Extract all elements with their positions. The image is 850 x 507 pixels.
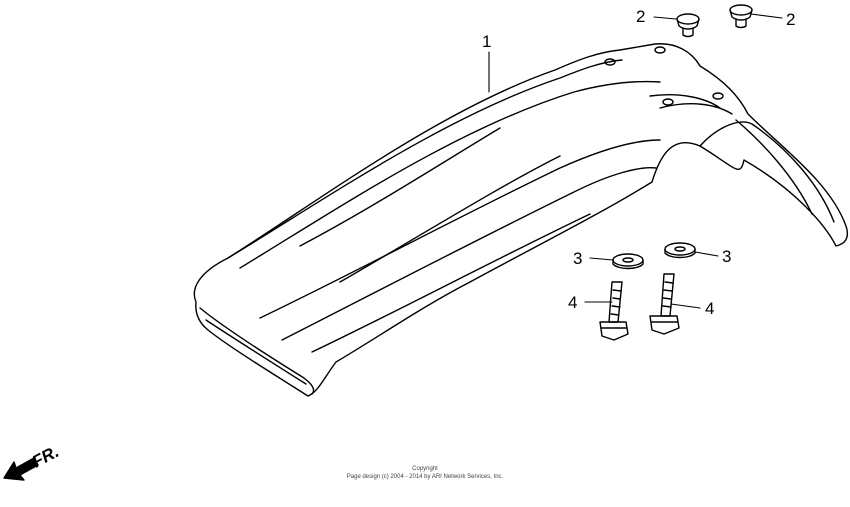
- front-direction-arrow-icon: [3, 457, 39, 481]
- grommet-left: [676, 13, 700, 38]
- bolt-right: [649, 273, 680, 335]
- footer-copyright: Copyright: [412, 466, 438, 472]
- callout-4-left: 4: [568, 293, 577, 312]
- grommet-right: [729, 4, 753, 29]
- callout-3-left: 3: [573, 249, 582, 268]
- leader-lines: [488, 13, 783, 309]
- bolt-left: [599, 281, 629, 341]
- footer-page-design: Page design (c) 2004 - 2014 by ARI Netwo…: [346, 474, 504, 480]
- callout-1: 1: [482, 32, 491, 51]
- callout-3-right: 3: [722, 247, 731, 266]
- callout-2-right: 2: [786, 10, 795, 29]
- callout-4-right: 4: [705, 299, 714, 318]
- callout-2-left: 2: [636, 7, 645, 26]
- washer-right: [664, 242, 696, 259]
- washer-left: [612, 253, 644, 270]
- front-fender: [193, 43, 849, 397]
